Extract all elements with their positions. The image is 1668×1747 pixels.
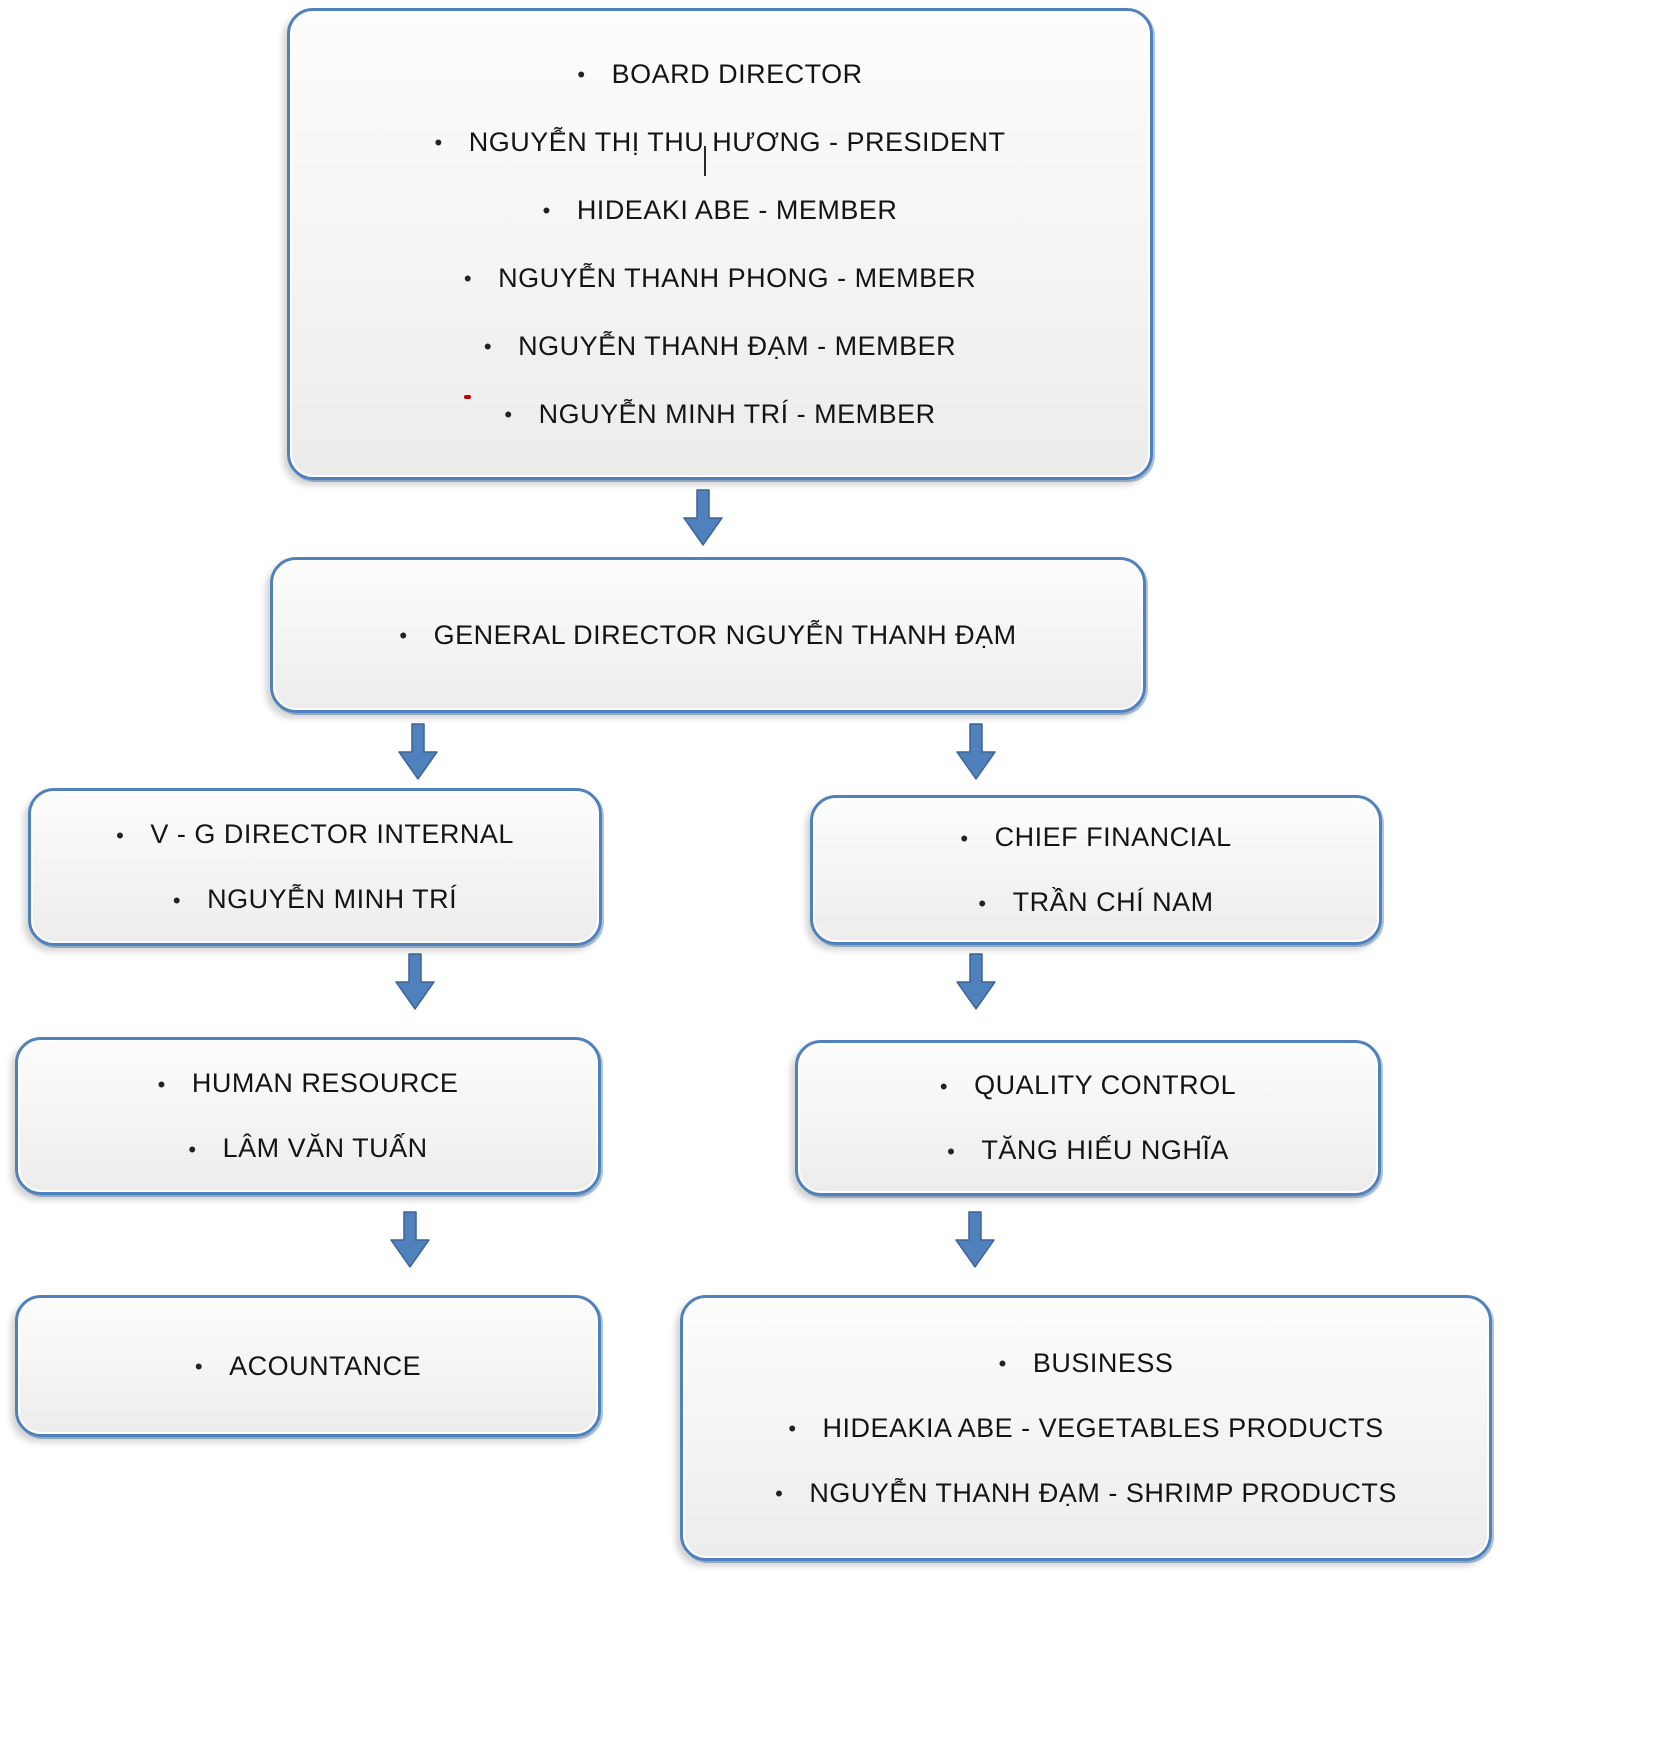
node-text-line: ACOUNTANCE [195, 1351, 421, 1382]
down-arrow-icon [395, 953, 435, 1010]
node-text-line: HIDEAKI ABE - MEMBER [543, 195, 898, 226]
node-text-line: HUMAN RESOURCE [158, 1068, 459, 1099]
down-arrow-icon [683, 489, 723, 546]
node-text-line: BUSINESS [999, 1348, 1174, 1379]
node-chief-financial: CHIEF FINANCIAL TRẦN CHÍ NAM [810, 795, 1382, 945]
down-arrow-icon [390, 1211, 430, 1268]
node-text-line: NGUYỄN MINH TRÍ - MEMBER [504, 399, 936, 430]
node-text-line: V - G DIRECTOR INTERNAL [116, 819, 514, 850]
node-text-line: TĂNG HIẾU NGHĨA [947, 1135, 1229, 1166]
node-vg-director-internal: V - G DIRECTOR INTERNAL NGUYỄN MINH TRÍ [28, 788, 602, 946]
node-text-line: LÂM VĂN TUẤN [188, 1133, 428, 1164]
node-text-line: HIDEAKIA ABE - VEGETABLES PRODUCTS [788, 1413, 1384, 1444]
red-mark-artifact [464, 395, 471, 399]
node-text-line: GENERAL DIRECTOR NGUYỄN THANH ĐẠM [399, 620, 1017, 651]
node-text-line: NGUYỄN THANH ĐẠM - SHRIMP PRODUCTS [775, 1478, 1397, 1509]
node-text-line: NGUYỄN THỊ THU HƯƠNG - PRESIDENT [435, 127, 1006, 158]
node-text-line: BOARD DIRECTOR [577, 59, 863, 90]
down-arrow-icon [398, 723, 438, 780]
node-human-resource: HUMAN RESOURCE LÂM VĂN TUẤN [15, 1037, 601, 1195]
node-quality-control: QUALITY CONTROL TĂNG HIẾU NGHĨA [795, 1040, 1381, 1196]
node-text-line: NGUYỄN MINH TRÍ [173, 884, 457, 915]
text-cursor-artifact [704, 146, 706, 176]
down-arrow-icon [955, 1211, 995, 1268]
down-arrow-icon [956, 953, 996, 1010]
node-text-line: TRẦN CHÍ NAM [978, 887, 1213, 918]
node-text-line: NGUYỄN THANH PHONG - MEMBER [464, 263, 976, 294]
node-general-director: GENERAL DIRECTOR NGUYỄN THANH ĐẠM [270, 557, 1146, 713]
node-text-line: CHIEF FINANCIAL [960, 822, 1232, 853]
node-text-line: NGUYỄN THANH ĐẠM - MEMBER [484, 331, 956, 362]
down-arrow-icon [956, 723, 996, 780]
node-acountance: ACOUNTANCE [15, 1295, 601, 1437]
node-text-line: QUALITY CONTROL [940, 1070, 1236, 1101]
node-business: BUSINESS HIDEAKIA ABE - VEGETABLES PRODU… [680, 1295, 1492, 1561]
node-board-director: BOARD DIRECTOR NGUYỄN THỊ THU HƯƠNG - PR… [287, 8, 1153, 480]
